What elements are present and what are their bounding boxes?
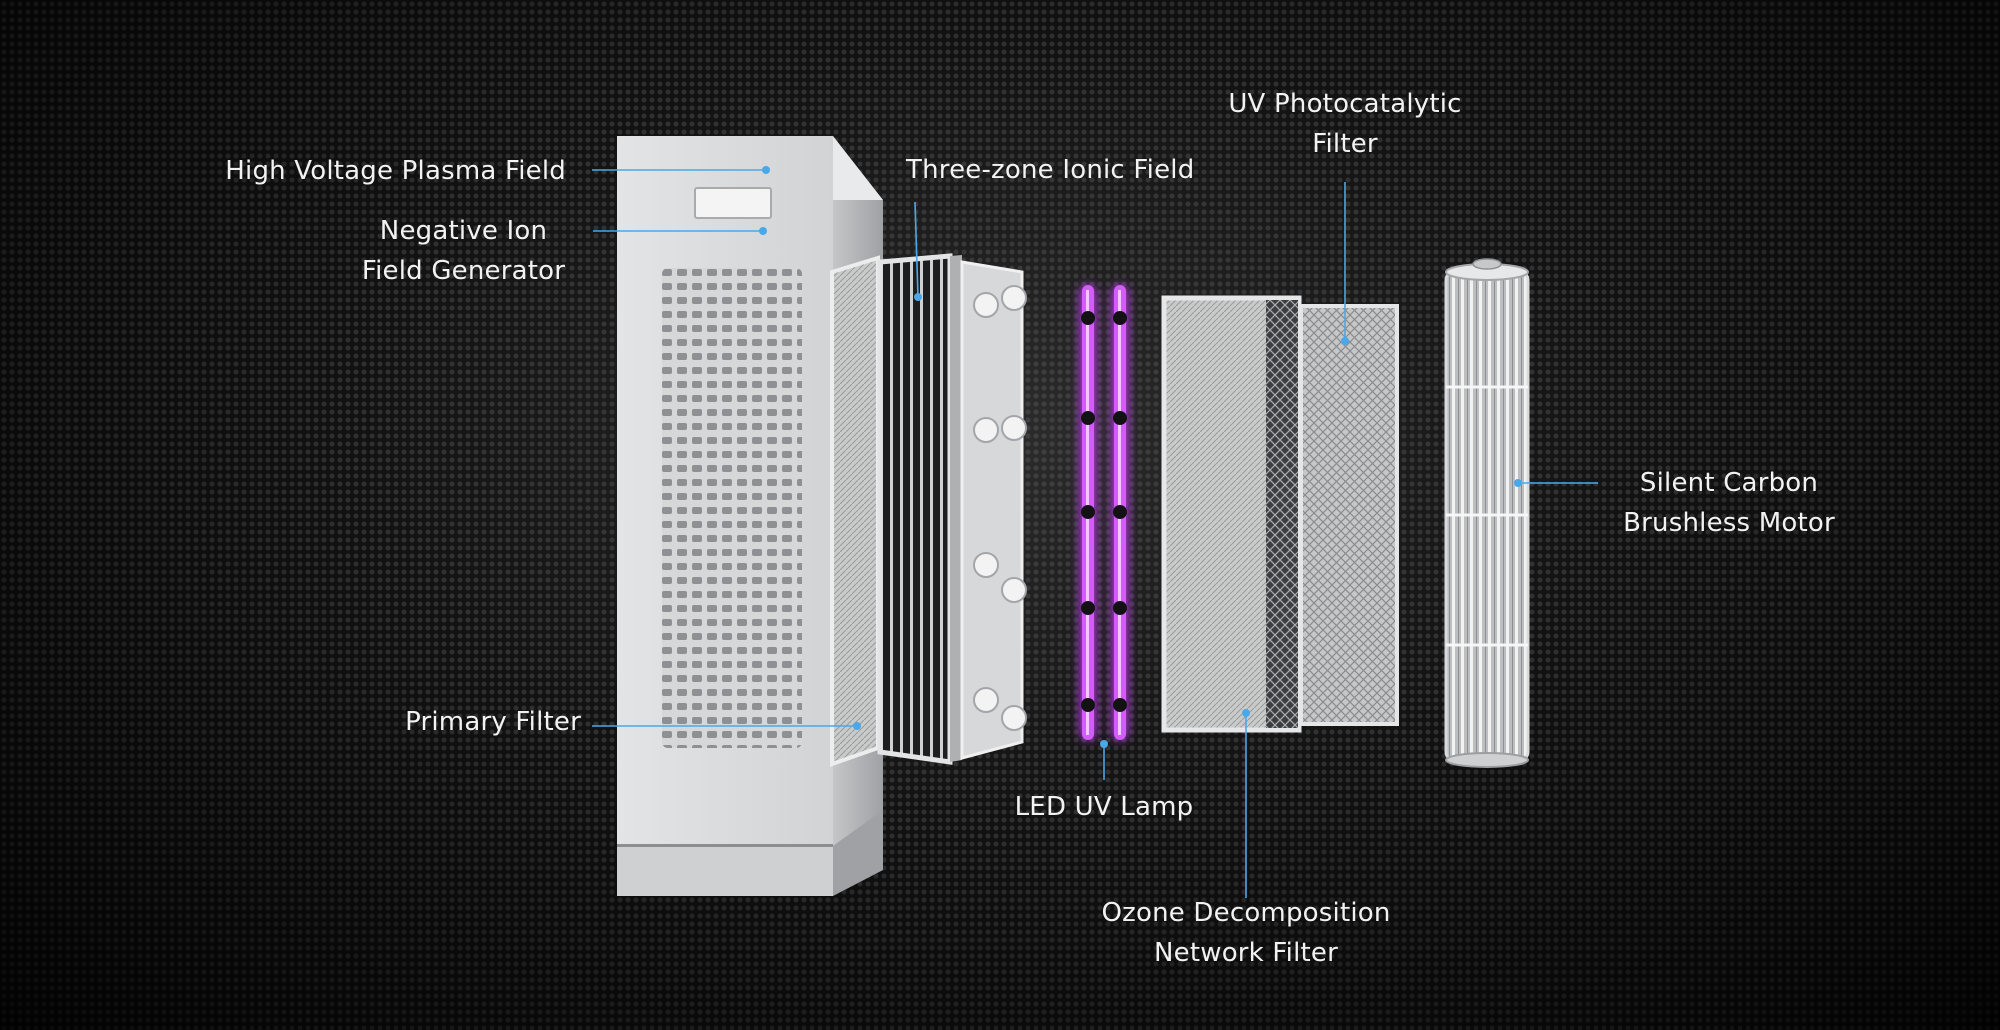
point-negative-ion-field-generator [759, 227, 767, 235]
point-led-uv-lamp [1100, 740, 1108, 748]
leader-lines [592, 169, 1598, 898]
point-uv-photocatalytic-filter [1341, 337, 1349, 345]
label-uv-photocatalytic-filter: UV Photocatalytic Filter [1228, 89, 1462, 159]
label-negative-ion-field-generator: Negative Ion Field Generator [361, 216, 566, 286]
label-ozone-decomposition-network-filter: Ozone Decomposition Network Filter [1101, 898, 1391, 968]
purifier-housing [617, 136, 883, 896]
leader-points [759, 166, 1522, 748]
leader-three-zone-ionic-field [914, 201, 919, 298]
label-three-zone-ionic-field: Three-zone Ionic Field [906, 155, 1195, 185]
point-silent-carbon-brushless-motor [1514, 479, 1522, 487]
uv-photocatalytic-filter-panel [1299, 304, 1399, 726]
label-primary-filter: Primary Filter [405, 707, 581, 737]
label-high-voltage-plasma-field: High Voltage Plasma Field [225, 156, 566, 186]
label-led-uv-lamp: LED UV Lamp [1014, 792, 1194, 822]
brushless-motor-fan [1444, 258, 1530, 768]
primary-filter-panel [830, 255, 880, 767]
point-high-voltage-plasma-field [762, 166, 770, 174]
point-ozone-decomposition-filter [1242, 709, 1250, 717]
point-three-zone-ionic-field [914, 293, 922, 301]
led-uv-lamp-tubes [1080, 285, 1128, 740]
label-silent-carbon-brushless-motor: Silent Carbon Brushless Motor [1623, 468, 1835, 538]
ionic-field-module [877, 253, 1027, 765]
point-primary-filter [853, 722, 861, 730]
ozone-decomposition-filter-frame [1161, 295, 1302, 733]
